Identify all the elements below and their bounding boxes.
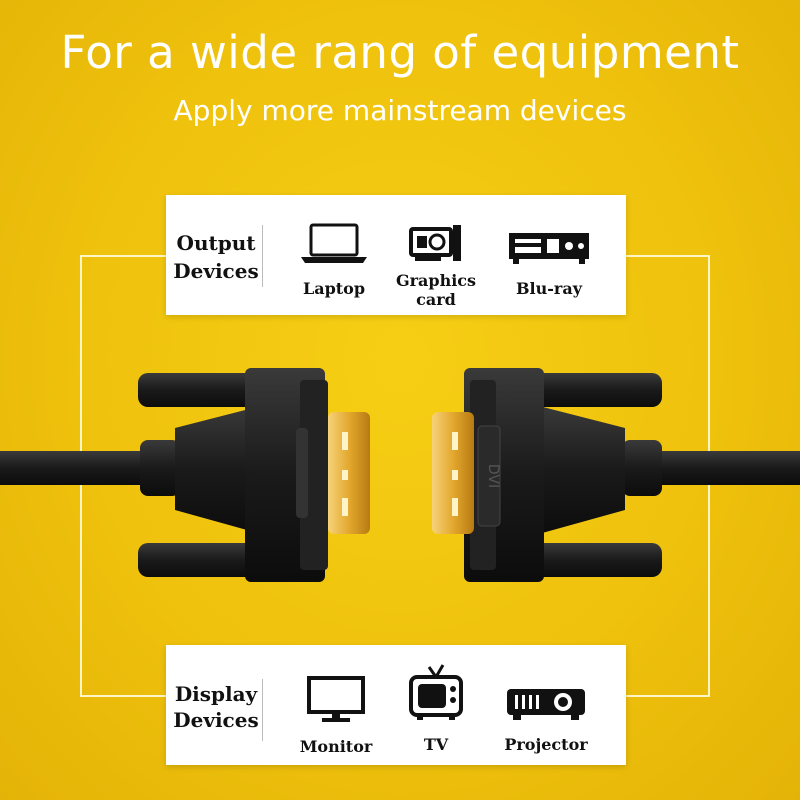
left-gold-plug: [328, 412, 370, 534]
output-devices-label: Output Devices: [172, 229, 260, 285]
output-label-line2: Devices: [173, 259, 259, 283]
device-monitor: Monitor: [286, 675, 386, 756]
device-label: TV: [423, 735, 449, 754]
monitor-icon: [307, 676, 365, 722]
tv-icon: [409, 664, 463, 720]
left-connector: [0, 368, 370, 582]
device-label-line2: card: [416, 290, 456, 309]
display-devices-label: Display Devices: [172, 681, 260, 733]
display-label-line1: Display: [174, 682, 258, 706]
output-panel-divider: [262, 225, 263, 287]
device-label: Projector: [504, 735, 588, 754]
device-blu-ray: Blu-ray: [494, 231, 604, 298]
left-thumbscrew-bottom: [138, 543, 268, 577]
frame-line-top-left: [80, 255, 166, 257]
display-panel-divider: [262, 679, 263, 741]
display-label-line2: Devices: [173, 708, 259, 732]
device-laptop: Laptop: [284, 223, 384, 298]
device-label-line1: Graphics: [395, 271, 477, 290]
device-label: Blu-ray: [516, 279, 582, 298]
output-devices-panel: Output Devices Laptop Graphics card: [166, 195, 626, 315]
laptop-icon: [301, 223, 367, 263]
right-thumbscrew-top: [532, 373, 662, 407]
output-label-line1: Output: [176, 231, 256, 255]
device-label: Laptop: [302, 279, 366, 298]
frame-line-bottom-right: [626, 695, 710, 697]
frame-line-bottom-left: [80, 695, 166, 697]
projector-icon: [507, 689, 585, 720]
page-title: For a wide rang of equipment: [60, 26, 740, 79]
device-projector: Projector: [494, 685, 598, 754]
right-thumbscrew-bottom: [532, 543, 662, 577]
right-connector: DVI: [432, 368, 800, 582]
device-label: Monitor: [299, 737, 373, 756]
frame-line-top-right: [626, 255, 710, 257]
left-thumbscrew-top: [138, 373, 268, 407]
blu-ray-player-icon: [509, 233, 589, 264]
page-subtitle: Apply more mainstream devices: [173, 94, 627, 127]
graphics-card-icon: [409, 225, 461, 261]
dvi-marking: DVI: [485, 464, 501, 488]
device-tv: TV: [396, 663, 476, 754]
display-devices-panel: Display Devices Monitor TV: [166, 645, 626, 765]
device-graphics-card: Graphics card: [388, 225, 484, 309]
